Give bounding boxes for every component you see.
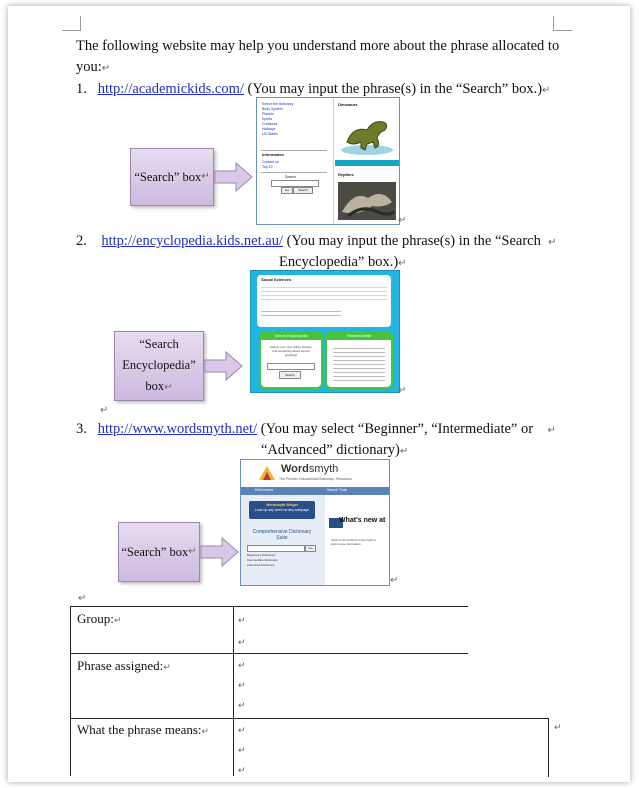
wordsmyth-tab-dictionaries[interactable]: Dictionaries	[255, 488, 274, 492]
meaning-label-cell: What the phrase means:↵	[70, 718, 234, 776]
wordsmyth-logo-text: Wordsmyth	[281, 463, 339, 475]
academickids-info-heading: Information	[262, 152, 284, 157]
wordsmyth-logo-icon	[259, 466, 275, 480]
kidsnet-search-button[interactable]: Search	[279, 371, 301, 379]
item-1: 1. http://academickids.com/ (You may inp…	[76, 81, 551, 97]
phrase-label: Phrase assigned:↵	[77, 658, 171, 673]
item-2-note: (You may input the phrase(s) in the “Sea…	[286, 233, 541, 249]
wordsmyth-tagline: The Premier Educational Dictionary-Thesa…	[279, 477, 352, 481]
group-value-cell[interactable]: ↵ ↵	[232, 606, 468, 654]
item-3-link[interactable]: http://www.wordsmyth.net/	[97, 421, 258, 437]
item-1-number: 1.	[76, 81, 87, 97]
document-page: The following website may help you under…	[8, 6, 630, 782]
meaning-value-cell[interactable]: ↵ ↵ ↵	[232, 718, 549, 777]
item-3-number: 3.	[76, 421, 87, 437]
info-table: Group:↵ ↵ ↵ Phrase assigned:↵ ↵ ↵ ↵ What…	[70, 606, 562, 777]
academickids-screenshot: Select the dictionary Body System Planet…	[256, 97, 400, 225]
wordsmyth-tab-search-tools[interactable]: Search Tools	[327, 488, 348, 492]
academickids-dinosaurs-heading: Dinosaurs	[338, 102, 358, 107]
academickids-search-input[interactable]	[271, 180, 319, 187]
wordsmyth-beginner-option[interactable]: Beginner's Dictionary	[247, 553, 276, 557]
item-2-note-line-2: Encyclopedia” box.)↵	[279, 254, 407, 270]
item-3-note-line-2: “Advanced” dictionary)↵	[261, 442, 409, 458]
academickids-go-button[interactable]: Go	[281, 187, 293, 194]
search-box-callout-3: “Search” box↵	[118, 522, 200, 582]
intro-line-2: you:↵	[76, 59, 111, 75]
arrow-right-icon	[214, 161, 253, 193]
kidsnet-search-text: Search over one million articles, find s…	[269, 345, 313, 357]
kidsnet-screenshot: Social Sciences Search Encyclopedia Sear…	[250, 270, 400, 393]
intro-line-1: The following website may help you under…	[76, 38, 560, 54]
kidsnet-heading: Social Sciences	[261, 277, 292, 282]
item-1-link[interactable]: http://academickids.com/	[97, 81, 244, 97]
callout-2-line-3: box↵	[145, 379, 173, 393]
item-2: 2. http://encyclopedia.kids.net.au/ (You…	[76, 233, 557, 249]
search-encyclopedia-callout: “Search Encyclopedia” box↵	[114, 331, 204, 401]
wordsmyth-go-button[interactable]: Go	[305, 545, 316, 552]
search-box-callout-1: “Search” box↵	[130, 148, 214, 206]
wordsmyth-suite-title: Comprehensive Dictionary Suite	[252, 529, 312, 541]
callout-2-line-2: Encyclopedia”	[122, 358, 196, 372]
wordsmyth-widget-banner[interactable]: Wordsmyth Widget Look up any word on any…	[249, 501, 315, 519]
arrow-right-icon	[200, 536, 239, 568]
academickids-search-button[interactable]: Search	[293, 187, 313, 194]
phrase-value-cell[interactable]: ↵ ↵ ↵	[232, 652, 468, 719]
item-3-note: (You may select “Beginner”, “Intermediat…	[260, 421, 534, 437]
kidsnet-search-panel-title: Search Encyclopedia	[261, 333, 321, 340]
item-1-note: (You may input the phrase(s) in the “Sea…	[247, 81, 543, 97]
group-label: Group:↵	[77, 611, 122, 626]
callout-1-label: “Search” box	[134, 170, 202, 184]
academickids-link-list: Select the dictionary Body System Planet…	[262, 102, 294, 136]
kidsnet-featured-title: Featured Article	[327, 333, 391, 340]
wordsmyth-search-input[interactable]	[247, 545, 305, 552]
phrase-label-cell: Phrase assigned:↵	[70, 652, 234, 719]
kidsnet-search-input[interactable]	[267, 363, 315, 370]
wordsmyth-whats-new: What's new at	[339, 517, 386, 524]
crop-mark-top-right	[553, 16, 572, 31]
crop-mark-top-left	[62, 16, 81, 31]
wordsmyth-screenshot: Wordsmyth The Premier Educational Dictio…	[240, 459, 390, 586]
wordsmyth-advanced-option[interactable]: Advanced Dictionary	[247, 563, 275, 567]
callout-3-label: “Search” box	[121, 545, 189, 559]
callout-2-line-1: “Search	[139, 337, 179, 351]
academickids-reptiles-heading: Reptiles	[338, 172, 354, 177]
group-label-cell: Group:↵	[70, 606, 234, 654]
wordsmyth-whats-new-text: Click on the buttons to the right to lea…	[331, 538, 376, 546]
meaning-label: What the phrase means:↵	[77, 722, 210, 737]
item-2-number: 2.	[76, 233, 87, 249]
item-3: 3. http://www.wordsmyth.net/ (You may se…	[76, 421, 556, 437]
wordsmyth-intermediate-option[interactable]: Intermediate Dictionary	[247, 558, 278, 562]
item-2-link[interactable]: http://encyclopedia.kids.net.au/	[101, 233, 283, 249]
reptile-image	[338, 182, 396, 220]
arrow-right-icon	[204, 350, 243, 382]
dinosaur-image	[341, 121, 393, 155]
